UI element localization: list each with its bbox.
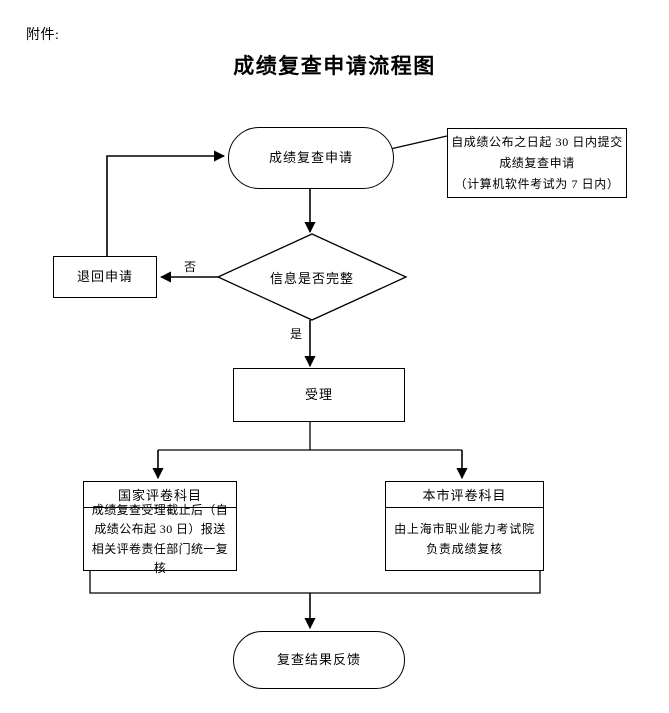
node-return-application[interactable]: 退回申请 bbox=[53, 256, 157, 298]
city-box-header: 本市评卷科目 bbox=[386, 482, 543, 508]
connector-merge-bus bbox=[89, 571, 541, 594]
national-box-body: 成绩复查受理截止后（自成绩公布起 30 日）报送相关评卷责任部门统一复核 bbox=[91, 503, 229, 575]
note-line-2: 成绩复查申请 bbox=[499, 155, 575, 170]
national-box-header: 国家评卷科目 bbox=[84, 482, 236, 508]
node-decision-info-complete[interactable]: 信息是否完整 bbox=[218, 234, 406, 320]
decision-diamond-shape bbox=[216, 233, 408, 321]
connector-apply-to-note bbox=[385, 135, 448, 151]
note-line-3: （计算机软件考试为 7 日内） bbox=[454, 176, 620, 191]
node-city-marking-subject[interactable]: 本市评卷科目 由上海市职业能力考试院负责成绩复核 bbox=[385, 481, 544, 571]
node-review-result-feedback[interactable]: 复查结果反馈 bbox=[233, 631, 405, 689]
node-score-review-application[interactable]: 成绩复查申请 bbox=[228, 127, 394, 189]
note-submission-deadline: 自成绩公布之日起 30 日内提交 成绩复查申请 （计算机软件考试为 7 日内） bbox=[447, 128, 627, 198]
node-national-marking-subject[interactable]: 国家评卷科目 成绩复查受理截止后（自成绩公布起 30 日）报送相关评卷责任部门统… bbox=[83, 481, 237, 575]
page-title: 成绩复查申请流程图 bbox=[233, 54, 436, 78]
note-line-1: 自成绩公布之日起 30 日内提交 bbox=[451, 134, 623, 149]
node-acceptance[interactable]: 受理 bbox=[233, 368, 405, 422]
edge-label-no: 否 bbox=[184, 260, 197, 274]
edge-label-yes: 是 bbox=[290, 327, 303, 341]
attachment-label: 附件: bbox=[26, 28, 60, 43]
city-box-body: 由上海市职业能力考试院负责成绩复核 bbox=[394, 522, 535, 556]
decision-label: 信息是否完整 bbox=[269, 270, 354, 286]
connector-return-to-apply bbox=[106, 150, 226, 256]
